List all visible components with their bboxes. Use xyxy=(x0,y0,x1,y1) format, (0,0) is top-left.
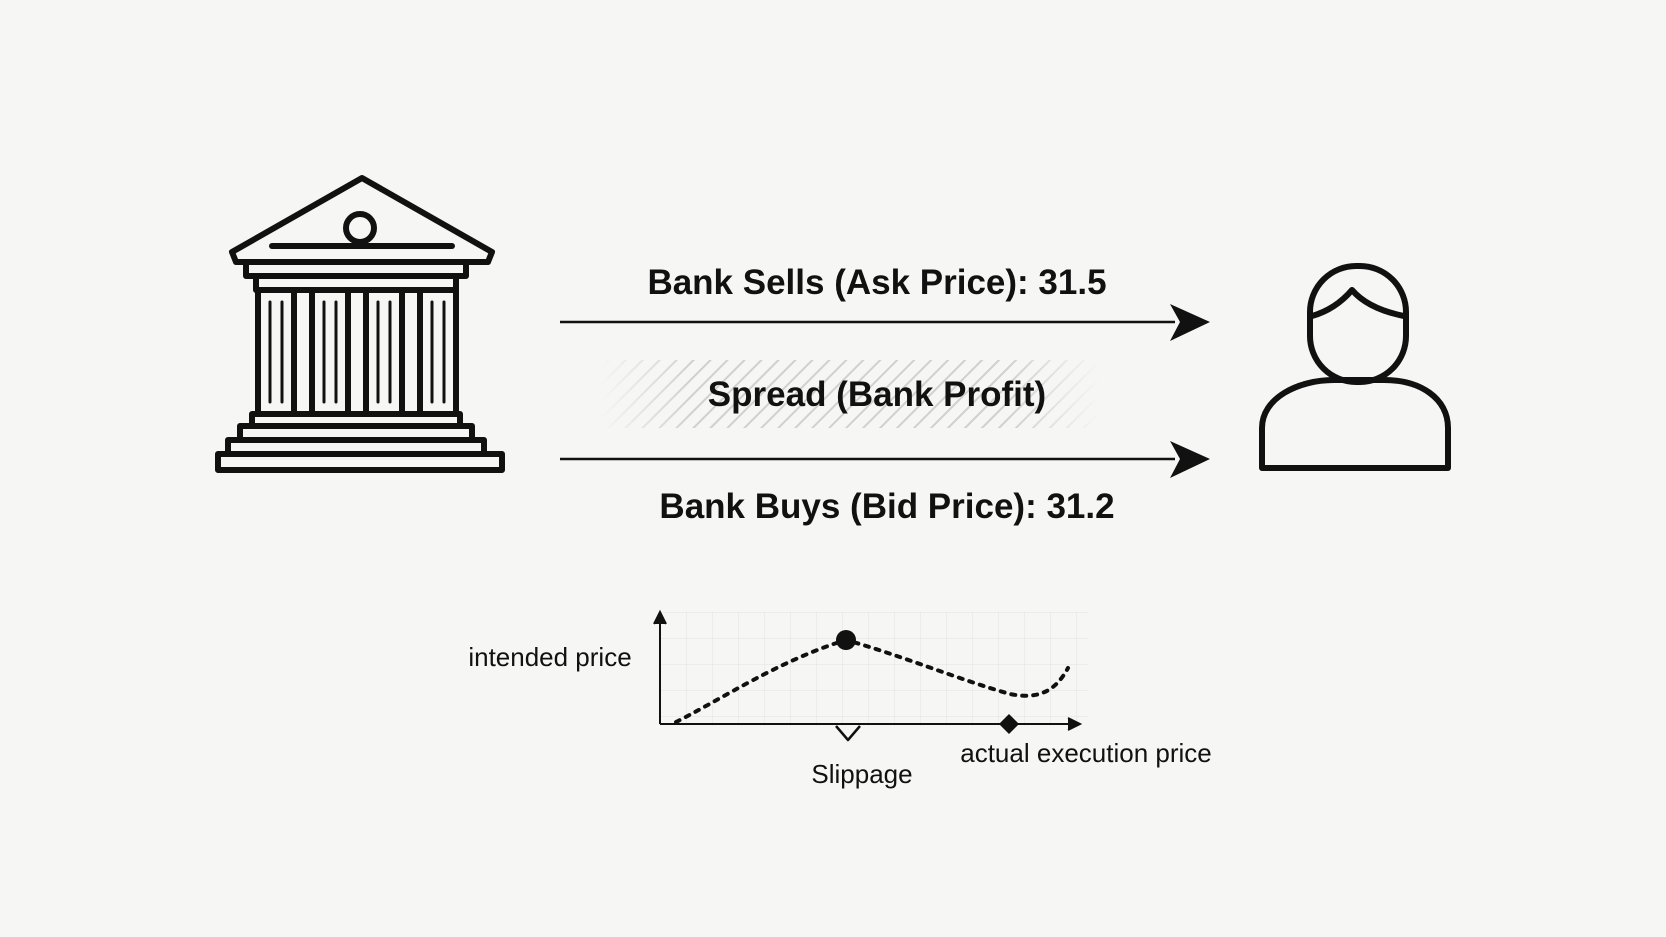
spread-label: Spread (Bank Profit) xyxy=(708,375,1046,414)
actual-price-marker xyxy=(999,714,1019,734)
price-path-line xyxy=(674,637,1070,724)
actual-execution-price-label: actual execution price xyxy=(960,738,1211,768)
bid-arrow xyxy=(560,441,1210,478)
intended-price-label: intended price xyxy=(468,642,631,672)
slippage-chart-grid xyxy=(660,612,1088,726)
ask-price-label: Bank Sells (Ask Price): 31.5 xyxy=(647,263,1106,302)
intended-price-point xyxy=(836,630,856,650)
person-avatar-icon xyxy=(1259,263,1451,471)
spread-band xyxy=(600,360,1100,428)
bank-building-icon xyxy=(215,175,505,473)
slippage-label: Slippage xyxy=(811,759,912,789)
slippage-brace xyxy=(835,725,861,742)
slippage-chart xyxy=(653,609,1088,742)
bid-price-label: Bank Buys (Bid Price): 31.2 xyxy=(659,487,1114,526)
ask-arrow xyxy=(560,304,1210,341)
